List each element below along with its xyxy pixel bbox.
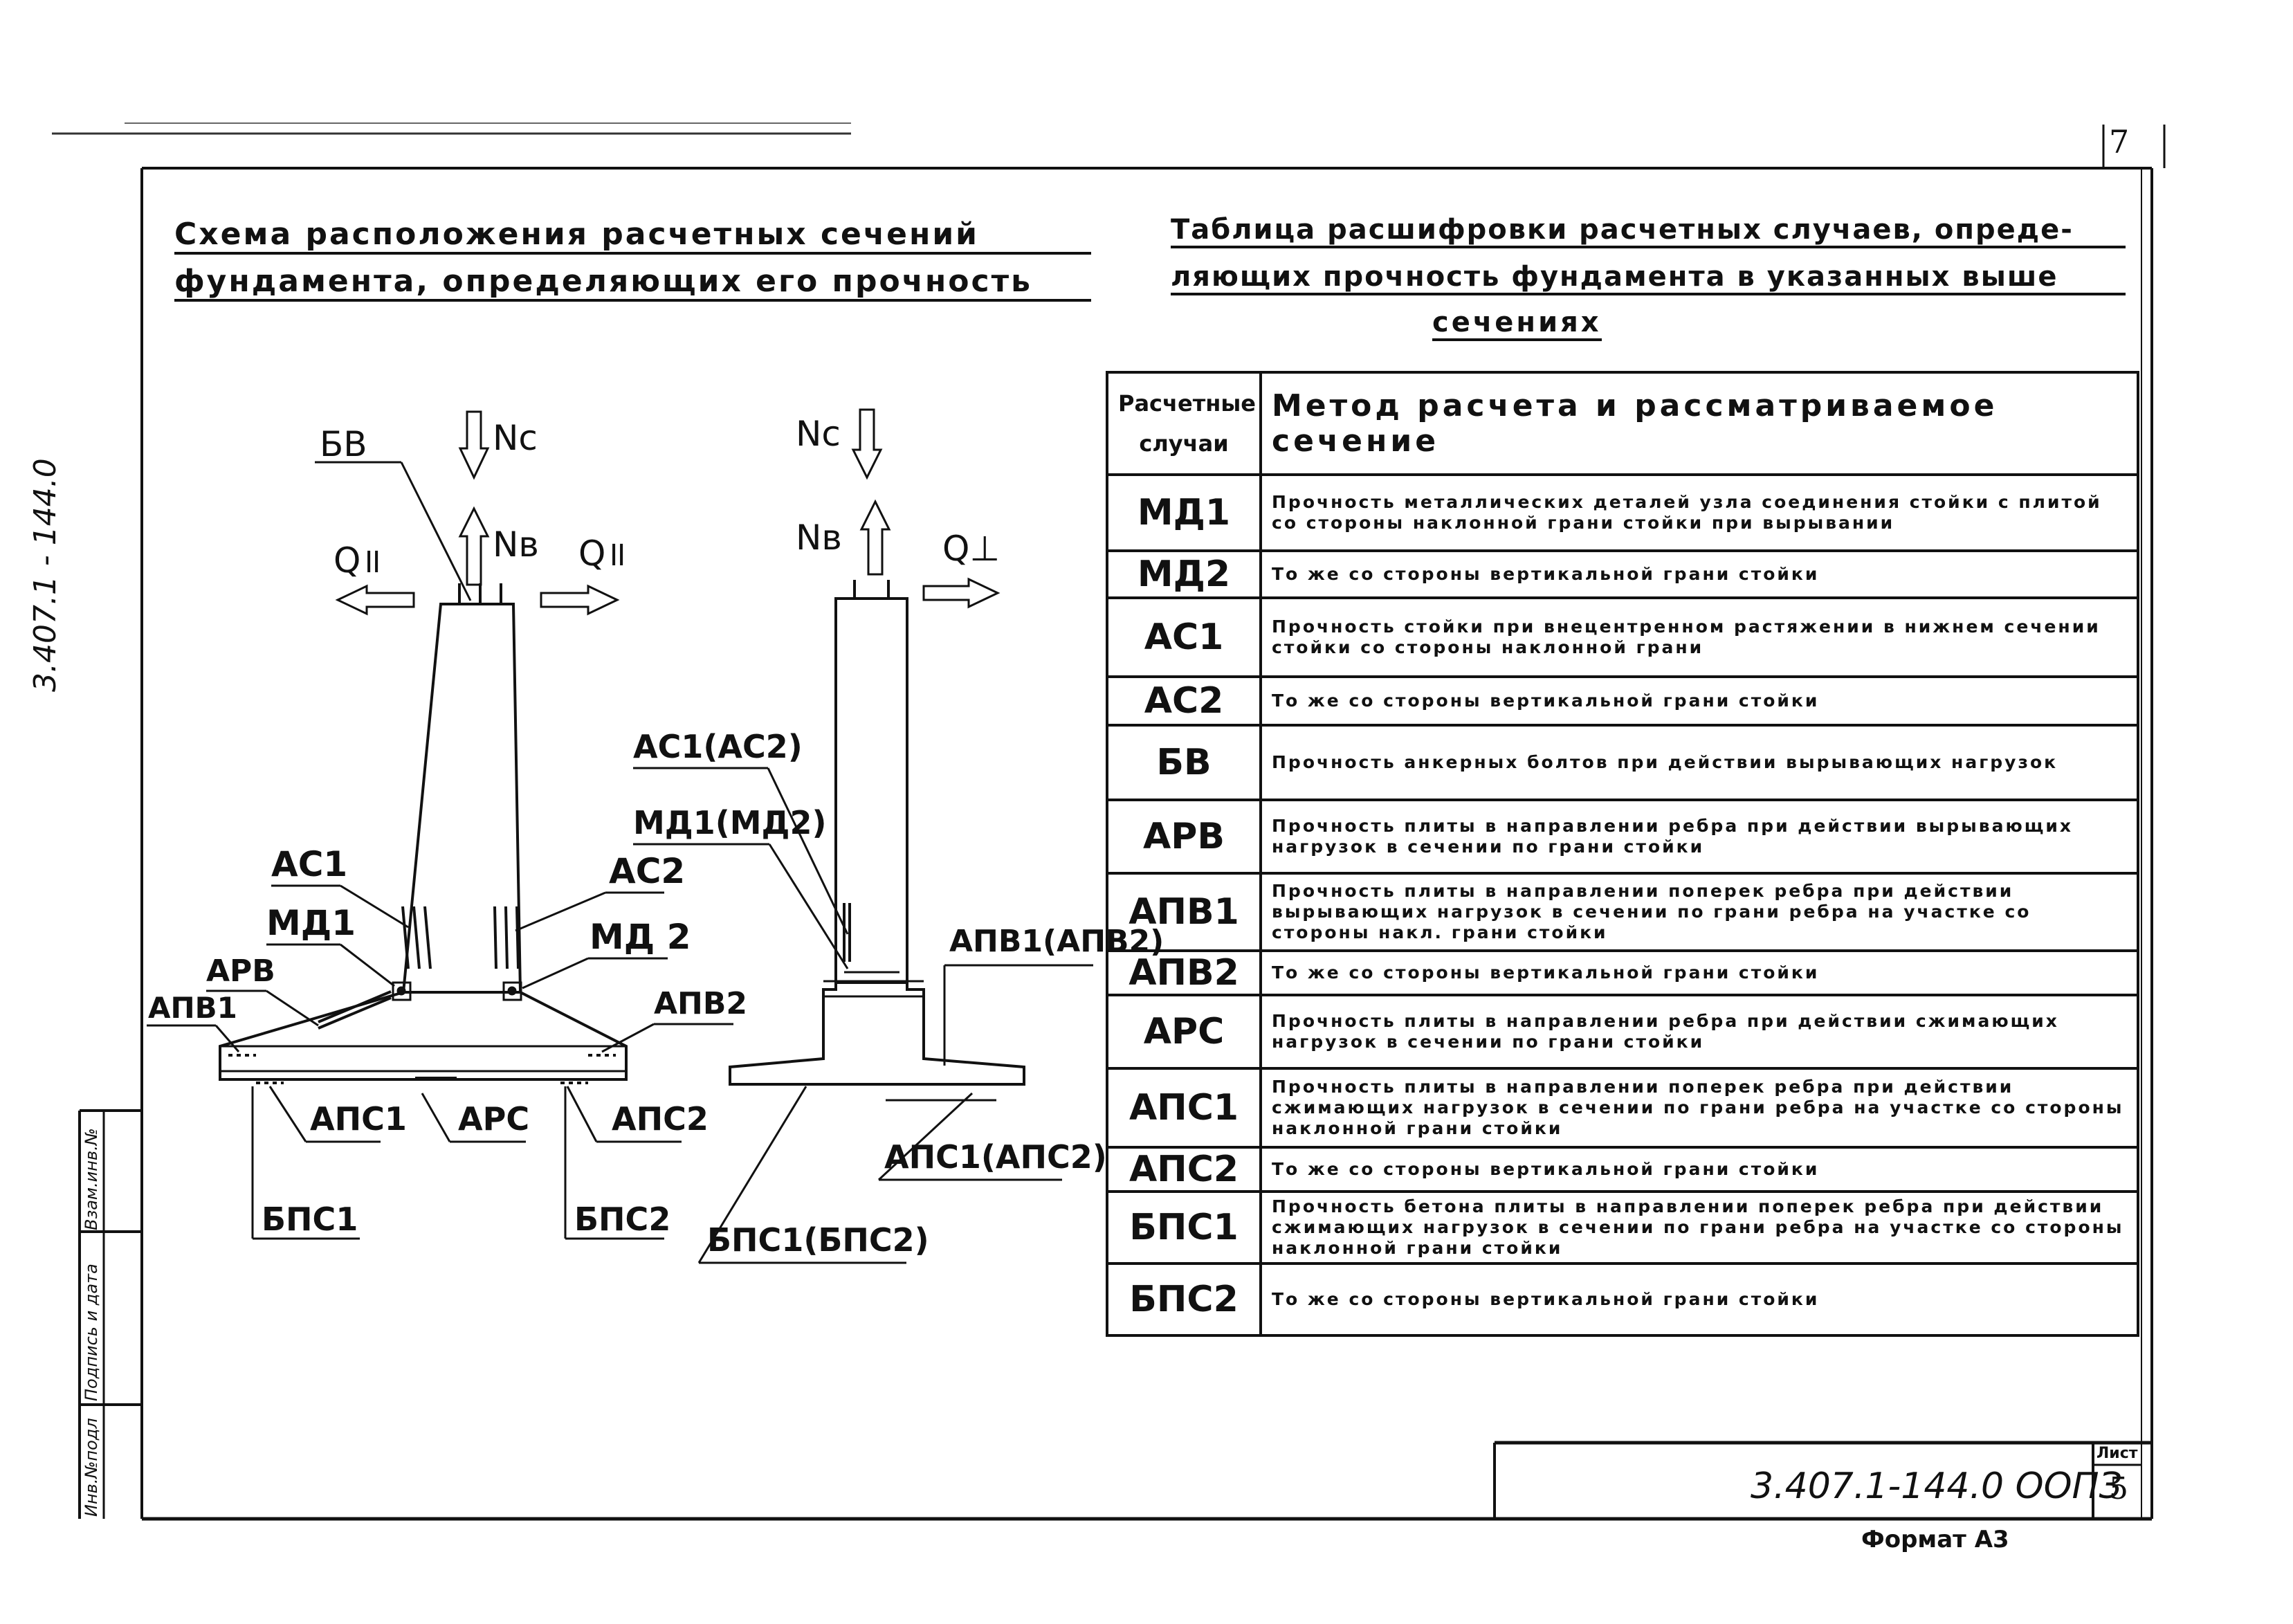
table-row: БПС2 То же со стороны вертикальной грани… (1106, 1262, 2139, 1337)
case-code: МД1 (1106, 473, 1262, 552)
stamp-inv-podl: Инв.№подл (82, 1418, 101, 1517)
table-row: АС2 То же со стороны вертикальной грани … (1106, 675, 2139, 727)
table-row: БПС1 Прочность бетона плиты в направлени… (1106, 1190, 2139, 1265)
label-as1: АС1 (271, 844, 348, 884)
case-description: Прочность металлических деталей узла сое… (1259, 473, 2139, 552)
label-right-as: АС1(АС2) (633, 728, 803, 765)
case-code: АС2 (1106, 675, 1262, 727)
label-right-aps: АПС1(АПС2) (884, 1138, 1107, 1176)
case-code: БВ (1106, 724, 1262, 801)
case-code: АРС (1106, 994, 1262, 1070)
stamp-vzam-inv: Взам.инв.№ (82, 1128, 101, 1230)
case-description: Прочность плиты в направлении поперек ре… (1259, 872, 2139, 952)
header-cases: Расчетные случаи (1106, 371, 1262, 476)
label-right-nc: Nc (796, 414, 841, 454)
table-row: МД2 То же со стороны вертикальной грани … (1106, 549, 2139, 599)
side-document-code: 3.407.1 - 144.0 (28, 458, 63, 692)
label-right-q: Q⊥ (942, 529, 1000, 569)
label-aps1: АПС1 (310, 1100, 407, 1138)
case-description: Прочность плиты в направлении ребра при … (1259, 994, 2139, 1070)
sheet-number: 5 (2109, 1471, 2128, 1506)
table-row: АПВ2 То же со стороны вертикальной грани… (1106, 949, 2139, 996)
label-apv2: АПВ2 (654, 986, 748, 1021)
table-row: АПС2 То же со стороны вертикальной грани… (1106, 1146, 2139, 1193)
table-row: АРС Прочность плиты в направлении ребра … (1106, 994, 2139, 1070)
header-method: Метод расчета и рассматриваемое сечение (1259, 371, 2139, 476)
case-code: АПВ1 (1106, 872, 1262, 952)
case-description: Прочность анкерных болтов при действии в… (1259, 724, 2139, 801)
table-row: АПС1 Прочность плиты в направлении попер… (1106, 1067, 2139, 1149)
document-code: 3.407.1-144.0 ООПЗ (1751, 1466, 2122, 1507)
sheet-label: Лист (2096, 1445, 2138, 1462)
case-code: АПС1 (1106, 1067, 1262, 1149)
right-heading-line3: сечениях (1432, 307, 1602, 341)
label-right-md: МД1(МД2) (633, 804, 827, 841)
paper-format: Формат А3 (1861, 1526, 2009, 1553)
label-apv1: АПВ1 (148, 991, 237, 1025)
label-aps2: АПС2 (612, 1100, 709, 1138)
case-description: То же со стороны вертикальной грани стой… (1259, 675, 2139, 727)
label-left-nv: Nв (493, 524, 539, 565)
case-description: То же со стороны вертикальной грани стой… (1259, 1146, 2139, 1193)
label-left-q-left: Q॥ (334, 540, 382, 581)
left-foundation-drawing (147, 410, 733, 1240)
case-description: Прочность стойки при внецентренном растя… (1259, 596, 2139, 678)
right-foundation-drawing (633, 408, 1093, 1264)
case-code: АС1 (1106, 596, 1262, 678)
label-right-bps: БПС1(БПС2) (707, 1221, 929, 1259)
case-description: То же со стороны вертикальной грани стой… (1259, 549, 2139, 599)
label-md1: МД1 (266, 903, 356, 943)
table-header-row: Расчетные случаи Метод расчета и рассмат… (1106, 371, 2139, 476)
table-row: АС1 Прочность стойки при внецентренном р… (1106, 596, 2139, 678)
case-code: МД2 (1106, 549, 1262, 599)
case-description: Прочность плиты в направлении поперек ре… (1259, 1067, 2139, 1149)
left-heading-line1: Схема расположения расчетных сечений (174, 217, 1091, 255)
left-heading-line2: фундамента, определяющих его прочность (174, 264, 1091, 302)
label-bps1: БПС1 (262, 1201, 358, 1238)
label-as2: АС2 (609, 851, 686, 891)
case-description: То же со стороны вертикальной грани стой… (1259, 1262, 2139, 1337)
label-md2: МД 2 (590, 917, 691, 957)
case-code: БПС2 (1106, 1262, 1262, 1337)
page-number: 7 (2109, 123, 2130, 161)
label-bps2: БПС2 (574, 1201, 671, 1238)
calculation-cases-table: Расчетные случаи Метод расчета и рассмат… (1106, 371, 2139, 1337)
case-description: Прочность плиты в направлении ребра при … (1259, 799, 2139, 875)
label-bv: БВ (320, 424, 367, 464)
case-code: АПС2 (1106, 1146, 1262, 1193)
case-description: Прочность бетона плиты в направлении поп… (1259, 1190, 2139, 1265)
case-code: АРВ (1106, 799, 1262, 875)
table-row: АРВ Прочность плиты в направлении ребра … (1106, 799, 2139, 875)
label-left-nc: Nc (493, 418, 538, 458)
label-arc: АРС (458, 1100, 530, 1138)
right-heading-line1: Таблица расшифровки расчетных случаев, о… (1171, 214, 2126, 248)
table-row: АПВ1 Прочность плиты в направлении попер… (1106, 872, 2139, 952)
label-right-nv: Nв (796, 518, 842, 558)
right-heading-line2: ляющих прочность фундамента в указанных … (1171, 261, 2126, 295)
table-row: МД1 Прочность металлических деталей узла… (1106, 473, 2139, 552)
case-code: БПС1 (1106, 1190, 1262, 1265)
label-arv: АРВ (206, 954, 275, 989)
label-left-q-right: Q॥ (578, 533, 627, 574)
stamp-podpis-data: Подпись и дата (82, 1263, 101, 1401)
case-code: АПВ2 (1106, 949, 1262, 996)
table-row: БВ Прочность анкерных болтов при действи… (1106, 724, 2139, 801)
case-description: То же со стороны вертикальной грани стой… (1259, 949, 2139, 996)
